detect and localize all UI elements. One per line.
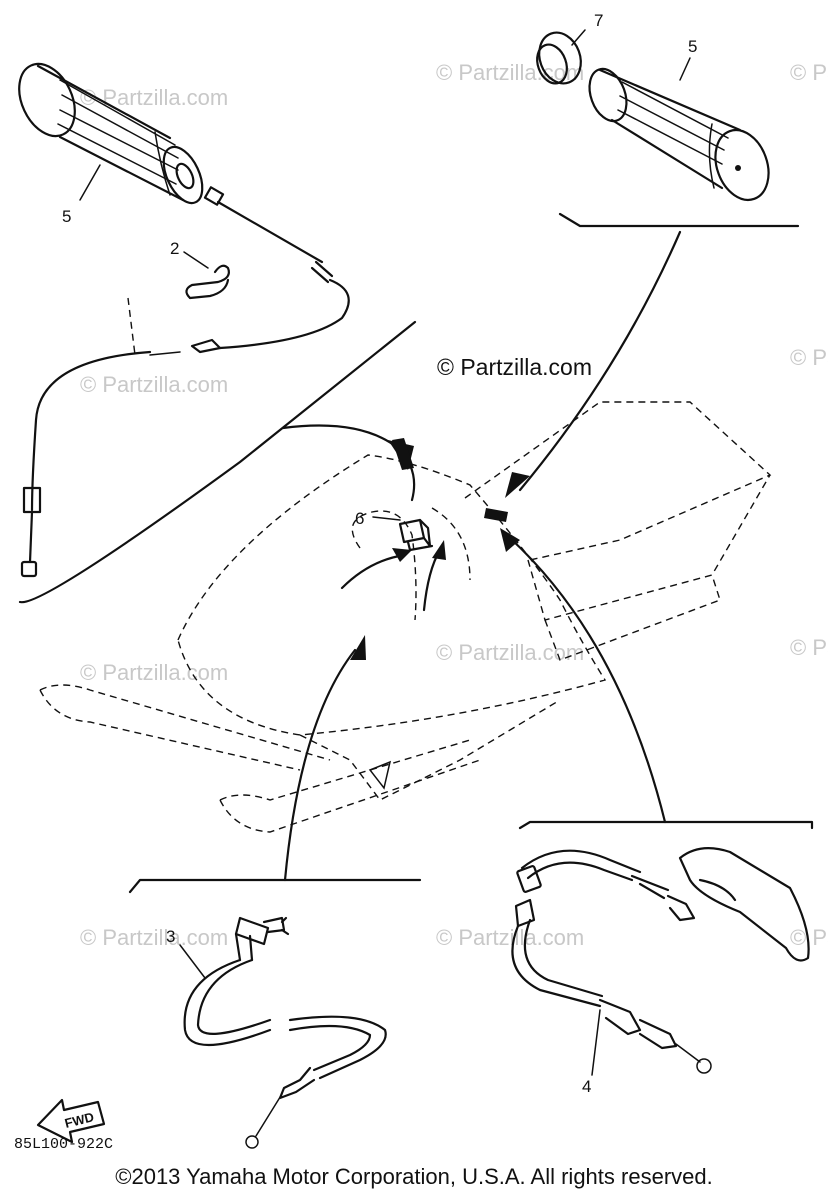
fwd-label: FWD xyxy=(63,1109,95,1131)
callout-cable-3: 3 xyxy=(166,927,175,946)
watermark: © Partzilla.com xyxy=(80,660,228,685)
cable-4-inset xyxy=(511,820,814,1074)
watermark-layer: © Partzilla.com © Partzilla.com © Partzi… xyxy=(80,60,828,950)
watermark: © Partzilla.com xyxy=(80,372,228,397)
right-grip xyxy=(588,67,770,201)
watermark: © Partzilla.com xyxy=(80,925,228,950)
callout-ring: 7 xyxy=(594,11,603,30)
watermark: © Partzilla.com xyxy=(436,640,584,665)
main-watermark: © Partzilla.com xyxy=(437,354,592,380)
copyright-notice: ©2013 Yamaha Motor Corporation, U.S.A. A… xyxy=(115,1164,713,1189)
snowmobile-body xyxy=(39,401,772,833)
callout-holder: 6 xyxy=(355,509,364,528)
forward-arrow: FWD xyxy=(36,1098,106,1144)
left-grip xyxy=(18,62,204,205)
watermark: © Partzilla.com xyxy=(790,635,828,660)
callout-clip: 2 xyxy=(170,239,179,258)
watermark: © Partzilla.com xyxy=(790,345,828,370)
cable-holder xyxy=(398,518,434,552)
watermark: © Partzilla.com xyxy=(436,925,584,950)
watermark: © Partzilla.com xyxy=(436,60,584,85)
callout-grip-left: 5 xyxy=(62,207,71,226)
throttle-cable-inset xyxy=(18,186,417,604)
callout-grip-right: 5 xyxy=(688,37,697,56)
watermark: © Partzilla.com xyxy=(790,60,828,85)
callout-cable-4: 4 xyxy=(582,1077,591,1096)
cable-3-inset xyxy=(128,878,422,1149)
watermark: © Partzilla.com xyxy=(80,85,228,110)
grip-ring xyxy=(536,31,582,85)
routing-arrows xyxy=(281,230,682,882)
drawing-code: 85L100-922C xyxy=(14,1136,113,1153)
